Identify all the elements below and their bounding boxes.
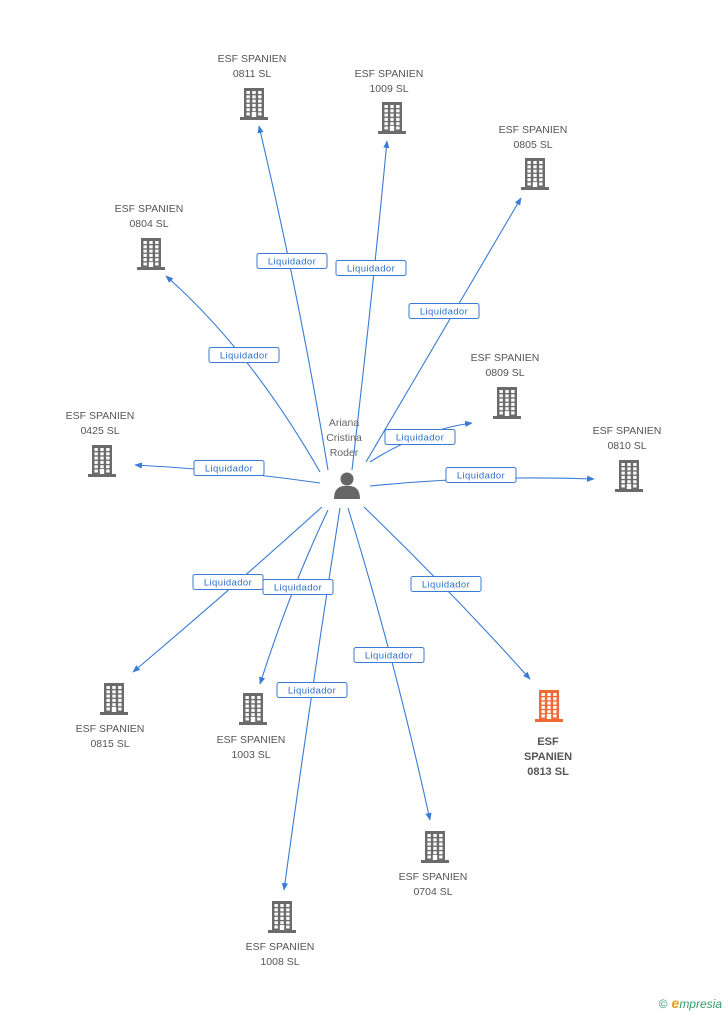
company-node-n1003[interactable]: ESF SPANIEN 1003 SL — [217, 693, 286, 761]
company-name-line: 1003 SL — [231, 749, 270, 761]
edge-label-n1003: Liquidador — [262, 579, 334, 595]
company-name-line: SPANIEN — [524, 751, 572, 763]
edge-label-n0811: Liquidador — [256, 253, 328, 269]
edge-label-n0813: Liquidador — [410, 576, 482, 592]
edge-label-text: Liquidador — [274, 583, 322, 594]
edge-label-text: Liquidador — [288, 686, 336, 697]
company-name-line: ESF SPANIEN — [218, 53, 287, 65]
building-icon — [493, 387, 521, 419]
edge-line-n0804 — [165, 275, 321, 473]
brand-initial: e — [671, 995, 680, 1011]
company-node-n0704[interactable]: ESF SPANIEN 0704 SL — [399, 831, 468, 898]
edge-label-text: Liquidador — [220, 351, 268, 362]
company-name-line: ESF SPANIEN — [499, 124, 568, 136]
edge-label-n0810: Liquidador — [445, 467, 517, 483]
building-icon — [521, 158, 549, 190]
edge-label-n0809: Liquidador — [384, 429, 456, 445]
edge-label-n0815: Liquidador — [192, 574, 264, 590]
building-icon — [88, 445, 116, 477]
company-name-line: 1009 SL — [369, 83, 408, 95]
edge-label-layer: LiquidadorLiquidadorLiquidadorLiquidador… — [192, 253, 517, 698]
building-icon — [239, 693, 267, 725]
edge-label-text: Liquidador — [396, 433, 444, 444]
edge-label-text: Liquidador — [268, 257, 316, 268]
company-node-n0809[interactable]: ESF SPANIEN 0809 SL — [471, 352, 540, 419]
building-icon — [378, 102, 406, 134]
company-name-line: 0813 SL — [527, 766, 569, 778]
edge-label-n0805: Liquidador — [408, 303, 480, 319]
company-node-n0811[interactable]: ESF SPANIEN 0811 SL — [218, 53, 287, 120]
edge-label-n0704: Liquidador — [353, 647, 425, 663]
person-name-line: Ariana — [329, 417, 360, 429]
building-icon — [615, 460, 643, 492]
company-name-line: 0809 SL — [485, 367, 524, 379]
company-node-n0813[interactable]: ESF SPANIEN 0813 SL — [524, 690, 572, 778]
company-node-n1008[interactable]: ESF SPANIEN 1008 SL — [246, 901, 315, 968]
company-name-line: ESF SPANIEN — [66, 410, 135, 422]
edge-label-text: Liquidador — [422, 580, 470, 591]
building-icon — [535, 690, 563, 722]
person-name-line: Cristina — [326, 432, 362, 444]
edge-line-n0805 — [365, 197, 522, 463]
edge-layer — [132, 125, 595, 891]
company-name-line: ESF — [537, 736, 559, 748]
company-node-n0804[interactable]: ESF SPANIEN 0804 SL — [115, 203, 184, 270]
edge-label-text: Liquidador — [365, 651, 413, 662]
edge-label-text: Liquidador — [420, 307, 468, 318]
company-name-line: ESF SPANIEN — [399, 871, 468, 883]
company-name-line: 0425 SL — [80, 425, 119, 437]
company-name-line: 0815 SL — [90, 738, 129, 750]
person-icon — [334, 472, 360, 499]
company-name-line: 0811 SL — [233, 68, 271, 80]
building-icon — [100, 683, 128, 715]
company-name-line: 1008 SL — [260, 956, 299, 968]
company-name-line: 0804 SL — [129, 218, 168, 230]
brand-name: mpresia — [679, 997, 722, 1011]
company-name-line: ESF SPANIEN — [593, 425, 662, 437]
company-node-n0425[interactable]: ESF SPANIEN 0425 SL — [66, 410, 135, 477]
edge-label-n1009: Liquidador — [335, 260, 407, 276]
building-icon — [240, 88, 268, 120]
edge-line-n0704 — [347, 507, 432, 821]
building-icon — [268, 901, 296, 933]
edge-line-n1008 — [281, 507, 341, 891]
company-name-line: ESF SPANIEN — [246, 941, 315, 953]
company-name-line: ESF SPANIEN — [471, 352, 540, 364]
edge-line-n1003 — [259, 509, 329, 685]
edge-label-text: Liquidador — [457, 471, 505, 482]
edge-line-n0811 — [257, 125, 329, 471]
company-name-line: 0810 SL — [607, 440, 646, 452]
company-node-n0815[interactable]: ESF SPANIEN 0815 SL — [76, 683, 145, 750]
edge-label-n1008: Liquidador — [276, 682, 348, 698]
footer-brand: ©empresia — [659, 995, 722, 1011]
company-name-line: ESF SPANIEN — [217, 734, 286, 746]
copyright-symbol: © — [658, 997, 668, 1011]
company-node-n0805[interactable]: ESF SPANIEN 0805 SL — [499, 124, 568, 190]
edge-label-text: Liquidador — [204, 578, 252, 589]
edge-label-n0804: Liquidador — [208, 347, 280, 363]
edge-label-n0425: Liquidador — [193, 460, 265, 476]
company-name-line: ESF SPANIEN — [76, 723, 145, 735]
person-name-line: Roder — [330, 447, 359, 459]
edge-label-text: Liquidador — [347, 264, 395, 275]
company-node-n1009[interactable]: ESF SPANIEN 1009 SL — [355, 68, 424, 134]
edge-line-n1009 — [351, 140, 390, 471]
building-icon — [137, 238, 165, 270]
company-name-line: ESF SPANIEN — [355, 68, 424, 80]
edge-label-text: Liquidador — [205, 464, 253, 475]
company-name-line: ESF SPANIEN — [115, 203, 184, 215]
company-name-line: 0805 SL — [513, 139, 552, 151]
company-name-line: 0704 SL — [413, 886, 452, 898]
building-icon — [421, 831, 449, 863]
company-node-n0810[interactable]: ESF SPANIEN 0810 SL — [593, 425, 662, 492]
